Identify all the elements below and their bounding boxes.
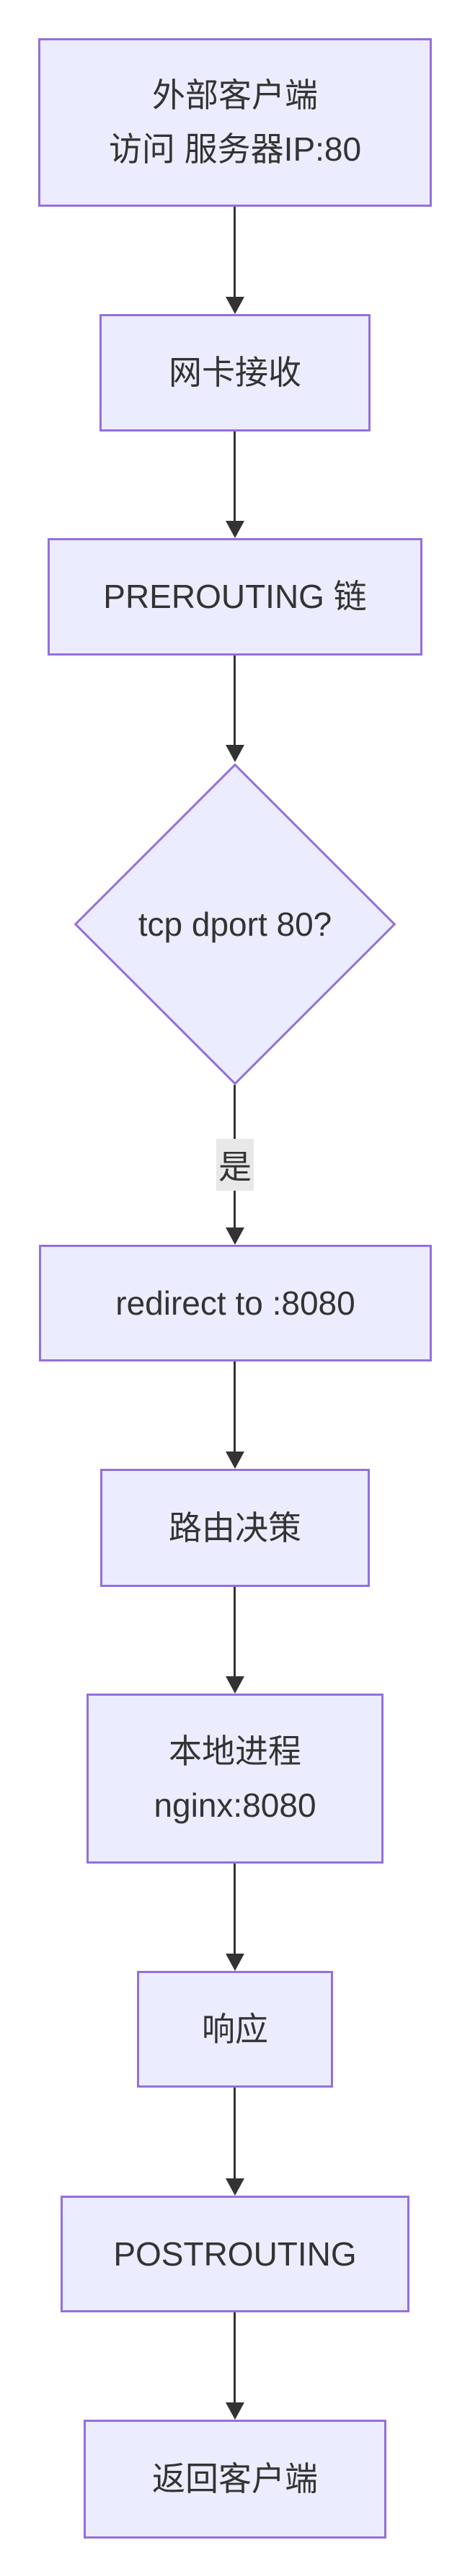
node-decision-tcp-dport-80: tcp dport 80? [91,897,379,952]
node-label-line: 访问 服务器IP:80 [108,130,362,168]
arrow-head-icon [226,1954,244,1971]
node-label-line: 本地进程 [169,1732,301,1770]
node-postrouting: POSTROUTING [61,2196,409,2312]
edge-label-yes: 是 [216,1139,254,1191]
arrow-head-icon [226,521,244,538]
arrow-head-icon [226,1227,244,1245]
node-redirect-8080: redirect to :8080 [39,1245,432,1361]
edge-line-b-c [234,431,236,521]
edge-line-g-h [234,1864,236,1954]
node-label-line: tcp dport 80? [138,905,332,943]
node-label-line: 外部客户端 [152,76,318,114]
node-local-process-nginx: 本地进程 nginx:8080 [87,1694,383,1864]
node-routing-decision: 路由决策 [100,1469,370,1587]
node-label-line: 网卡接收 [169,354,301,391]
edge-line-i-j [234,2312,236,2402]
arrow-head-icon [226,297,244,314]
node-label-line: redirect to :8080 [115,1284,355,1322]
edge-line-c-d [234,656,236,745]
node-external-client: 外部客户端 访问 服务器IP:80 [38,38,432,207]
edge-line-e-f [234,1361,236,1452]
arrow-head-icon [226,2402,244,2420]
node-label-line: 路由决策 [169,1508,301,1547]
node-label-line: 响应 [202,2010,268,2048]
edge-line-a-b [234,207,236,297]
node-return-client: 返回客户端 [84,2420,386,2539]
arrow-head-icon [226,745,244,762]
arrow-head-icon [226,1452,244,1469]
node-label-line: POSTROUTING [113,2235,357,2273]
node-label-line: nginx:8080 [154,1786,316,1824]
node-label-line: 返回客户端 [152,2460,318,2497]
arrow-head-icon [226,2178,244,2196]
arrow-head-icon [226,1676,244,1694]
node-response: 响应 [137,1971,333,2088]
edge-line-f-g [234,1587,236,1676]
node-label-line: PREROUTING 链 [103,578,367,615]
edge-line-h-i [234,2088,236,2178]
node-prerouting-chain: PREROUTING 链 [48,538,422,656]
node-nic-receive: 网卡接收 [99,314,371,431]
